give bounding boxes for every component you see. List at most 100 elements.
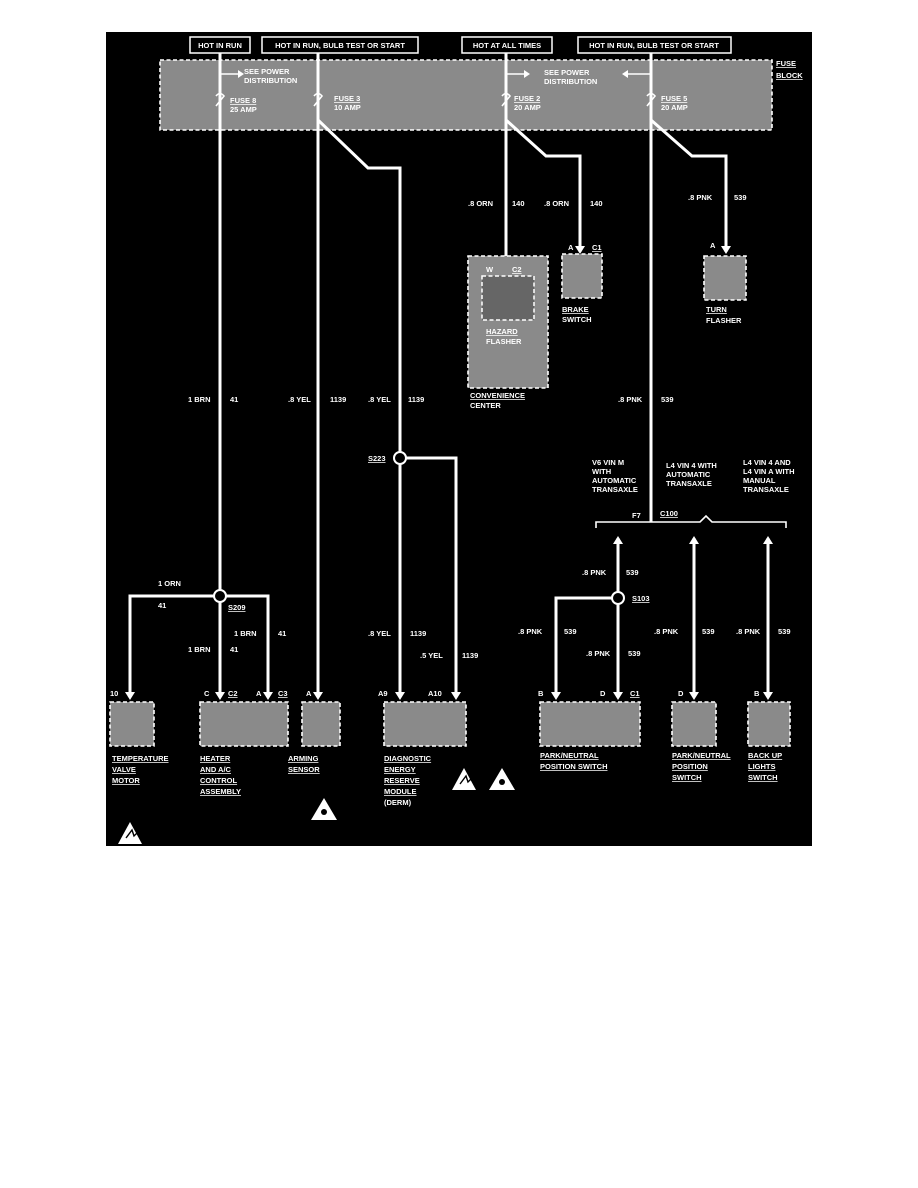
hvac-label-1: HEATER (200, 754, 231, 763)
fuse-block-label-2: BLOCK (776, 71, 803, 80)
backup-switch-box (747, 701, 791, 747)
wire-label: 140 (512, 199, 525, 208)
airbag-warning-icon (489, 768, 515, 790)
hvac-conn-c3: C3 (278, 689, 288, 698)
wire-label: .8 PNK (586, 649, 611, 658)
wire-label: 41 (230, 395, 238, 404)
variant-l4b-4: TRANSAXLE (743, 485, 789, 494)
variant-l4a-1: L4 VIN 4 WITH (666, 461, 717, 470)
wire-label: 41 (158, 601, 166, 610)
arm-label-1: ARMING (288, 754, 319, 763)
esd-warning-icon (118, 822, 142, 844)
fuse-3-name: FUSE 3 (334, 94, 360, 103)
pnp-conn-c1: C1 (630, 689, 640, 698)
convenience-label-2: CENTER (470, 401, 501, 410)
hot-in-run-label: HOT IN RUN (198, 41, 242, 50)
wire-label: 539 (626, 568, 639, 577)
derm-label-5: (DERM) (384, 798, 412, 807)
fuse-2-amp: 20 AMP (514, 103, 541, 112)
derm-label-4: MODULE (384, 787, 417, 796)
fuse-block-box (159, 59, 773, 131)
hvac-label-3: CONTROL (200, 776, 237, 785)
arm-pin-a: A (306, 689, 312, 698)
wire-label: .8 YEL (288, 395, 311, 404)
hot-bulb-test-label-1: HOT IN RUN, BULB TEST OR START (275, 41, 405, 50)
hot-bulb-test-label-2: HOT IN RUN, BULB TEST OR START (589, 41, 719, 50)
convenience-label-1: CONVENIENCE (470, 391, 525, 400)
backup-pin-b: B (754, 689, 760, 698)
variant-v6-4: TRANSAXLE (592, 485, 638, 494)
wire-label: 539 (778, 627, 791, 636)
wire-label: 41 (278, 629, 286, 638)
wire-labels: .8 ORN 140 .8 ORN 140 .8 PNK 539 1 BRN 4… (158, 193, 791, 660)
wire-label: 140 (590, 199, 603, 208)
wire-label: 1 BRN (188, 395, 211, 404)
wire-label: .8 YEL (368, 395, 391, 404)
c100-label: C100 (660, 509, 678, 518)
hvac-label-4: ASSEMBLY (200, 787, 241, 796)
splice-s103 (611, 591, 625, 605)
brake-label-2: SWITCH (562, 315, 592, 324)
see-power-1b: DISTRIBUTION (244, 76, 297, 85)
arm-label-2: SENSOR (288, 765, 320, 774)
variant-v6-3: AUTOMATIC (592, 476, 637, 485)
pnp2-label-2: POSITION (672, 762, 708, 771)
wire-label: 1 BRN (188, 645, 211, 654)
wire-label: .8 PNK (582, 568, 607, 577)
warning-symbols (118, 768, 515, 844)
derm-label-2: ENERGY (384, 765, 416, 774)
wire-label: 1 ORN (158, 579, 181, 588)
wire-label: 1139 (330, 395, 346, 404)
hvac-label-2: AND A/C (200, 765, 232, 774)
wire-label: 539 (661, 395, 674, 404)
brake-label-1: BRAKE (562, 305, 589, 314)
hazard-pin-w: W (486, 265, 494, 274)
turn-pin-a: A (710, 241, 716, 250)
wire-label: 1139 (410, 629, 426, 638)
wire-label: .5 YEL (420, 651, 443, 660)
wire-label: .8 ORN (468, 199, 493, 208)
variant-l4b-1: L4 VIN 4 AND (743, 458, 791, 467)
derm-box (383, 701, 467, 747)
wiring-diagram: HOT IN RUN HOT IN RUN, BULB TEST OR STAR… (106, 32, 812, 846)
backup-label-3: SWITCH (748, 773, 778, 782)
hazard-conn: C2 (512, 265, 522, 274)
see-power-1a: SEE POWER (244, 67, 290, 76)
wire-label: 41 (230, 645, 238, 654)
wire-label: .8 PNK (518, 627, 543, 636)
pnp2-pin-d: D (678, 689, 684, 698)
turn-label-2: FLASHER (706, 316, 742, 325)
backup-label-1: BACK UP (748, 751, 782, 760)
see-power-2b: DISTRIBUTION (544, 77, 597, 86)
derm-pin-a9: A9 (378, 689, 388, 698)
splice-s209-label: S209 (228, 603, 246, 612)
hot-bulb-test-box-2 (577, 36, 732, 54)
pnp2-label-3: SWITCH (672, 773, 702, 782)
brake-conn: C1 (592, 243, 602, 252)
fuse-8-amp: 25 AMP (230, 105, 257, 114)
variant-labels: V6 VIN M WITH AUTOMATIC TRANSAXLE L4 VIN… (592, 458, 795, 494)
fuse-block-label-1: FUSE (776, 59, 796, 68)
hazard-label-1: HAZARD (486, 327, 518, 336)
hot-all-times-label: HOT AT ALL TIMES (473, 41, 541, 50)
temp-label-3: MOTOR (112, 776, 140, 785)
fuse-8-name: FUSE 8 (230, 96, 256, 105)
wire-label: 1139 (408, 395, 424, 404)
fuse-5-amp: 20 AMP (661, 103, 688, 112)
backup-label-2: LIGHTS (748, 762, 776, 771)
pnp-pin-d: D (600, 689, 606, 698)
components: W C2 HAZARD FLASHER CONVENIENCE CENTER A… (109, 241, 791, 807)
hot-bulb-test-box-1 (261, 36, 419, 54)
fuse-block: FUSE BLOCK SEE POWER DISTRIBUTION SEE PO… (159, 53, 803, 131)
derm-label-1: DIAGNOSTIC (384, 754, 432, 763)
splice-s209 (213, 589, 227, 603)
wire-label: 539 (702, 627, 715, 636)
brake-switch-box (561, 253, 603, 299)
temp-label-1: TEMPERATURE (112, 754, 169, 763)
hvac-conn-c2: C2 (228, 689, 238, 698)
temp-valve-motor-box (109, 701, 155, 747)
wire-label: .8 PNK (736, 627, 761, 636)
variant-l4b-2: L4 VIN A WITH (743, 467, 795, 476)
hazard-flasher-box (481, 275, 535, 321)
turn-label-1: TURN (706, 305, 727, 314)
